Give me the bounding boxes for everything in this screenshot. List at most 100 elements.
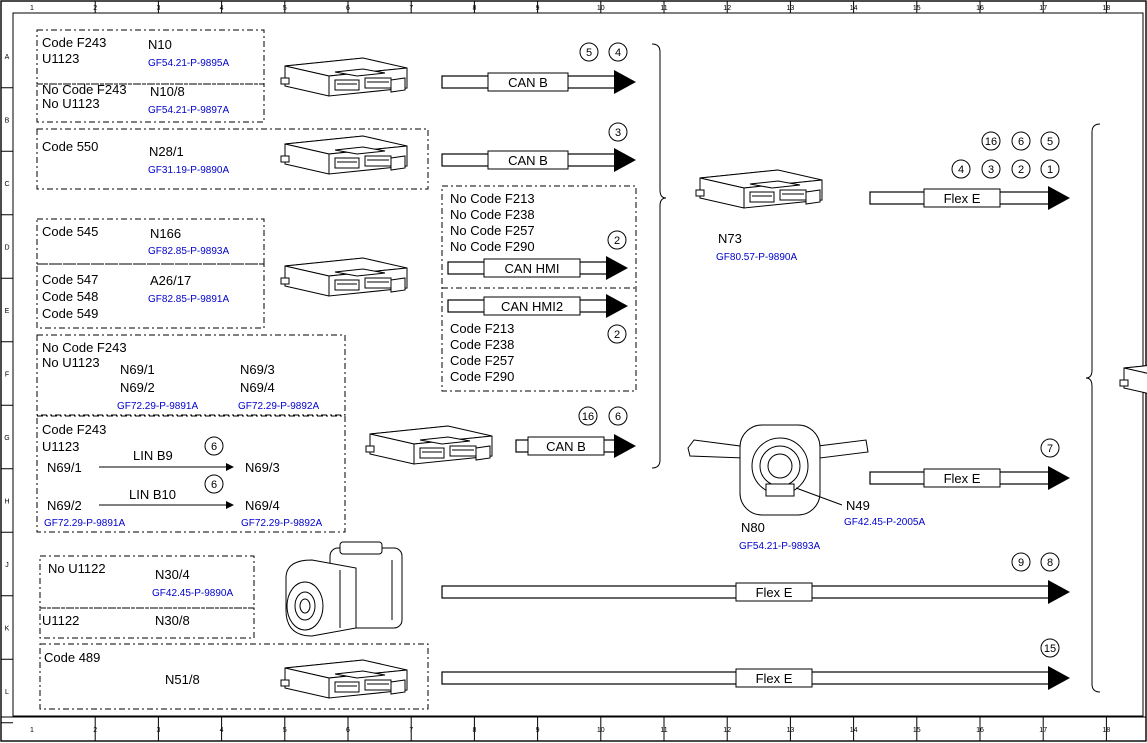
module-a26-17-icon — [280, 257, 408, 297]
grid-row-label: A — [5, 54, 10, 61]
n10-code: Code F243 — [42, 35, 106, 50]
n10-8-ref: GF54.21-P-9897A — [148, 105, 229, 116]
n28-1-component: N28/1 — [149, 144, 184, 159]
n69-lin-to2: N69/4 — [245, 498, 280, 513]
grid-column-label: 15 — [913, 727, 921, 734]
n10-8-code: No Code F243 — [42, 82, 127, 97]
n166-code: Code 545 — [42, 224, 98, 239]
grid-column-label: 16 — [976, 727, 984, 734]
group-box-n10-8 — [36, 83, 265, 123]
connection-circle-hmi-2 — [607, 324, 627, 344]
connection-circle-r7 — [1040, 159, 1060, 179]
group-box-n30-8 — [39, 607, 255, 639]
n69-no-c2: N69/2 — [120, 380, 155, 395]
connection-circle-g2-label: 6 — [615, 411, 621, 423]
n49-component: N49 — [846, 498, 870, 513]
connection-circle-j1-label: 9 — [1018, 557, 1024, 569]
connection-circle-r4 — [951, 159, 971, 179]
grid-column-label: 1 — [30, 727, 34, 734]
n30-4-component: N30/4 — [155, 567, 190, 582]
n73-ref: GF80.57-P-9890A — [716, 252, 797, 263]
connection-circle-lin-1 — [204, 436, 224, 456]
grid-column-label: 3 — [156, 727, 160, 734]
grid-row-label: F — [5, 372, 9, 379]
n69-no-c4: N69/4 — [240, 380, 275, 395]
n69-lin-from1: N69/1 — [47, 460, 82, 475]
bus-label-flex-e-4: Flex E — [756, 671, 793, 686]
grid-column-label: 17 — [1039, 727, 1047, 734]
connection-circle-hmi-1-label: 2 — [614, 235, 620, 247]
bus-label-flex-e-3: Flex E — [756, 585, 793, 600]
n30-4-code: No U1122 — [48, 561, 106, 576]
right-brace — [1085, 123, 1101, 693]
connection-circle-j2-label: 8 — [1047, 557, 1053, 569]
n28-1-ref: GF31.19-P-9890A — [148, 165, 229, 176]
grid-column-label: 1 — [30, 5, 34, 12]
connection-circle-a1-label: 5 — [586, 47, 592, 59]
left-brace — [651, 43, 667, 469]
bus-arrow-can-hmi2: CAN HMI2 — [447, 294, 628, 318]
grid-column-label: 8 — [472, 5, 476, 12]
grid-column-label: 11 — [660, 727, 667, 734]
grid-column-label: 7 — [409, 727, 413, 734]
bus-arrow-can-b-1: CAN B — [441, 70, 636, 94]
n10-8-code2: No U1123 — [42, 96, 100, 111]
connection-circle-r7-label: 1 — [1047, 164, 1053, 176]
n69-no-code: No Code F243 — [42, 340, 127, 355]
n80-ref: GF54.21-P-9893A — [739, 541, 820, 552]
hmi-no2: No Code F238 — [450, 207, 535, 222]
n69-lin-ref1: GF72.29-P-9891A — [44, 518, 125, 529]
hmi-no3: No Code F257 — [450, 223, 535, 238]
module-n28-1-icon — [280, 135, 408, 175]
connection-circle-c-label: 3 — [615, 127, 621, 139]
a26-17-ref: GF82.85-P-9891A — [148, 294, 229, 305]
bus-arrow-can-b-2: CAN B — [441, 148, 636, 172]
connection-circle-r3 — [1040, 131, 1060, 151]
grid-column-label: 9 — [536, 727, 540, 734]
n73-component: N73 — [718, 231, 742, 246]
connection-circle-l-label: 15 — [1044, 643, 1056, 655]
n69-no-code2: No U1123 — [42, 355, 100, 370]
bus-arrow-flex-e-1: Flex E — [869, 186, 1070, 210]
grid-column-label: 18 — [1103, 5, 1111, 12]
grid-column-label: 6 — [346, 5, 350, 12]
connection-circle-j1 — [1011, 552, 1031, 572]
n10-ref: GF54.21-P-9895A — [148, 58, 229, 69]
n10-code2: U1123 — [42, 51, 79, 66]
grid-row-label: B — [5, 118, 10, 125]
grid-column-label: 4 — [220, 5, 224, 12]
n69-lin-code: Code F243 — [42, 422, 106, 437]
grid-column-label: 9 — [536, 5, 540, 12]
connection-circle-r1 — [981, 131, 1001, 151]
hmi-y4: Code F290 — [450, 369, 514, 384]
bus-label-can-b-1: CAN B — [508, 75, 548, 90]
n51-8-code: Code 489 — [44, 650, 100, 665]
grid-column-label: 10 — [597, 727, 605, 734]
bus-label-can-hmi: CAN HMI — [505, 261, 560, 276]
hmi-y1: Code F213 — [450, 321, 514, 336]
a26-17-code2: Code 548 — [42, 289, 98, 304]
n166-ref: GF82.85-P-9893A — [148, 246, 229, 257]
connection-circle-r3-label: 5 — [1047, 136, 1053, 148]
bus-arrow-can-hmi: CAN HMI — [447, 256, 628, 280]
grid-row-label: J — [5, 562, 9, 569]
connection-circle-r6 — [1011, 159, 1031, 179]
connection-circle-r5 — [981, 159, 1001, 179]
grid-column-label: 8 — [472, 727, 476, 734]
grid-column-label: 14 — [850, 727, 858, 734]
hmi-y2: Code F238 — [450, 337, 514, 352]
grid-column-label: 10 — [597, 5, 605, 12]
bus-label-can-hmi2: CAN HMI2 — [501, 299, 563, 314]
group-box-a26-17 — [36, 263, 265, 329]
n69-lin-code2: U1123 — [42, 439, 79, 454]
grid-row-label: L — [5, 689, 9, 696]
connection-circle-hmi-2-label: 2 — [614, 329, 620, 341]
bus-arrow-flex-e-3: Flex E — [441, 580, 1070, 604]
n69-lin-bus2: LIN B10 — [129, 487, 176, 502]
n69-lin-from2: N69/2 — [47, 498, 82, 513]
grid-row-label: H — [4, 499, 9, 506]
bus-label-can-b-2: CAN B — [508, 153, 548, 168]
